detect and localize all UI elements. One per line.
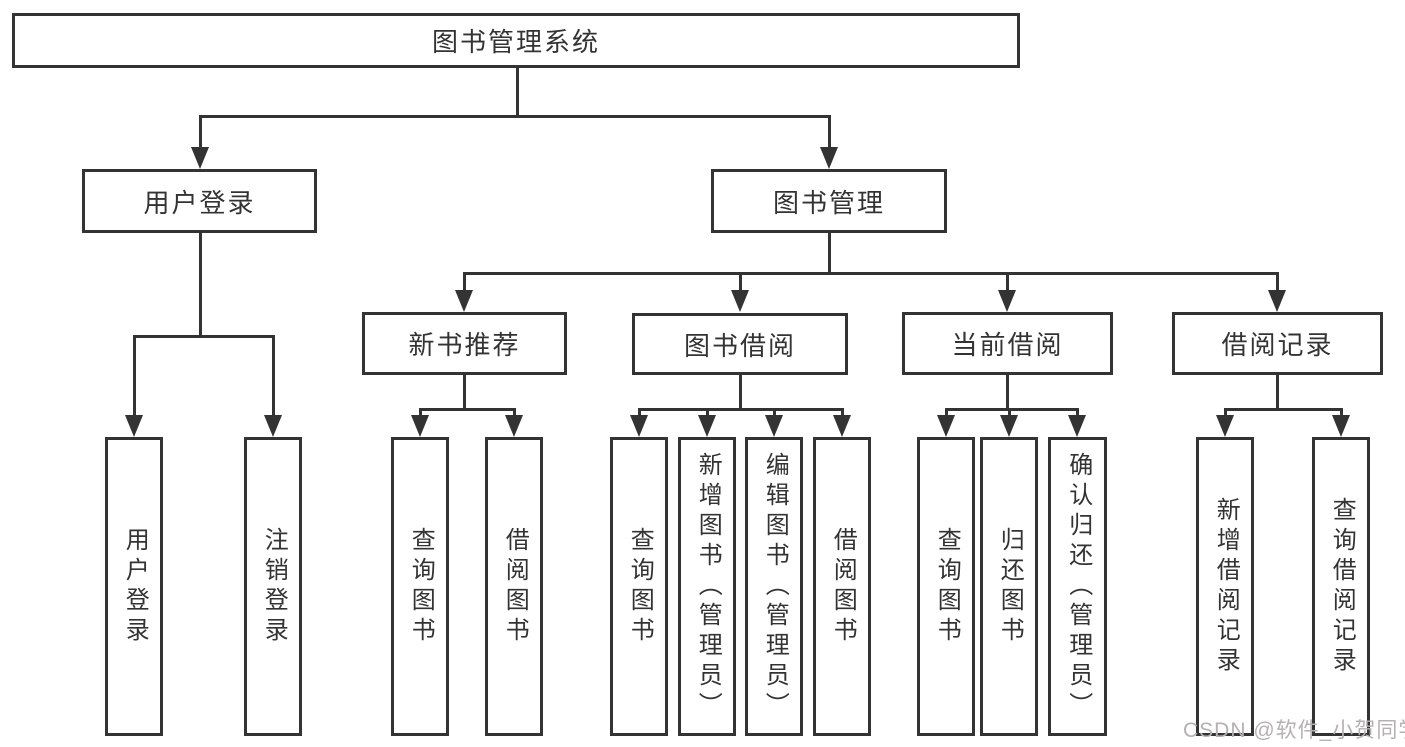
arrow-down-icon <box>411 415 429 437</box>
leaf-query-books-borrow: 查询图书 <box>610 437 668 736</box>
leaf-user-login-label: 用户登录 <box>121 526 149 647</box>
connector-line <box>828 115 831 150</box>
connector-line <box>419 408 422 418</box>
leaf-edit-books-admin-label: 编辑图书（管理员） <box>761 451 789 722</box>
connector-line <box>841 408 844 418</box>
connector-line <box>945 408 948 418</box>
arrow-down-icon <box>731 290 749 312</box>
leaf-query-books-current: 查询图书 <box>917 437 975 736</box>
connector-line <box>1276 374 1279 410</box>
leaf-return-books: 归还图书 <box>980 437 1038 736</box>
leaf-query-books-recommend-label: 查询图书 <box>407 526 435 647</box>
connector-line <box>1276 272 1279 293</box>
node-user-login-label: 用户登录 <box>143 187 256 218</box>
connector-line <box>133 335 136 417</box>
connector-line <box>199 115 202 150</box>
node-root-label: 图书管理系统 <box>431 27 600 57</box>
leaf-query-borrow-record: 查询借阅记录 <box>1312 437 1370 736</box>
arrow-down-icon <box>1000 415 1018 437</box>
connector-line <box>463 272 466 293</box>
connector-line <box>773 408 776 418</box>
leaf-logout: 注销登录 <box>244 437 302 736</box>
connector-line <box>133 335 275 338</box>
leaf-add-books-admin: 新增图书（管理员） <box>678 437 736 736</box>
connector-line <box>638 408 641 418</box>
arrow-down-icon <box>1268 290 1286 312</box>
arrow-down-icon <box>1216 415 1234 437</box>
csdn-watermark: CSDN @软件_小贺同学 <box>1183 719 1405 742</box>
node-new-book-recommend-label: 新书推荐 <box>408 330 521 360</box>
node-book-management-label: 图书管理 <box>772 187 885 218</box>
leaf-add-books-admin-label: 新增图书（管理员） <box>694 451 722 722</box>
arrow-down-icon <box>630 415 648 437</box>
leaf-borrow-books-borrow-label: 借阅图书 <box>829 526 857 647</box>
node-current-borrow-label: 当前借阅 <box>951 330 1064 360</box>
connector-line <box>1224 408 1227 418</box>
arrow-down-icon <box>820 147 838 169</box>
arrow-down-icon <box>505 415 523 437</box>
connector-line <box>1340 408 1343 418</box>
node-root: 图书管理系统 <box>12 13 1020 68</box>
leaf-query-books-current-label: 查询图书 <box>933 526 961 647</box>
leaf-logout-label: 注销登录 <box>260 526 288 647</box>
connector-line <box>516 67 519 118</box>
leaf-query-books-borrow-label: 查询图书 <box>626 526 654 647</box>
node-book-borrow-label: 图书借阅 <box>683 330 796 361</box>
leaf-query-books-recommend: 查询图书 <box>391 437 449 736</box>
node-new-book-recommend: 新书推荐 <box>362 312 567 375</box>
connector-line <box>272 335 275 417</box>
connector-line <box>1006 272 1009 293</box>
connector-line <box>199 115 831 118</box>
leaf-borrow-books-recommend: 借阅图书 <box>485 437 543 736</box>
node-book-management: 图书管理 <box>711 169 947 233</box>
leaf-confirm-return-admin: 确认归还（管理员） <box>1048 437 1107 736</box>
arrow-down-icon <box>1068 415 1086 437</box>
connector-line <box>828 232 831 274</box>
connector-line <box>463 272 1279 275</box>
leaf-edit-books-admin: 编辑图书（管理员） <box>745 437 803 736</box>
arrow-down-icon <box>998 290 1016 312</box>
arrow-down-icon <box>765 415 783 437</box>
connector-line <box>739 374 742 410</box>
connector-line <box>1224 408 1343 411</box>
connector-line <box>638 408 844 411</box>
arrow-down-icon <box>937 415 955 437</box>
leaf-user-login: 用户登录 <box>105 437 163 736</box>
arrow-down-icon <box>698 415 716 437</box>
connector-line <box>463 374 466 410</box>
connector-line <box>706 408 709 418</box>
arrow-down-icon <box>455 290 473 312</box>
node-user-login: 用户登录 <box>82 169 317 233</box>
leaf-borrow-books-recommend-label: 借阅图书 <box>501 526 529 647</box>
arrow-down-icon <box>833 415 851 437</box>
connector-line <box>739 272 742 293</box>
node-book-borrow: 图书借阅 <box>632 313 848 375</box>
connector-line <box>513 408 516 418</box>
connector-line <box>1008 408 1011 418</box>
leaf-query-borrow-record-label: 查询借阅记录 <box>1328 496 1356 677</box>
node-current-borrow: 当前借阅 <box>902 312 1113 375</box>
leaf-confirm-return-admin-label: 确认归还（管理员） <box>1064 451 1092 722</box>
arrow-down-icon <box>125 415 143 437</box>
arrow-down-icon <box>1332 415 1350 437</box>
leaf-borrow-books-borrow: 借阅图书 <box>813 437 871 736</box>
node-borrow-records: 借阅记录 <box>1172 312 1383 375</box>
connector-line <box>1076 408 1079 418</box>
connector-line <box>945 408 1079 411</box>
arrow-down-icon <box>191 147 209 169</box>
leaf-return-books-label: 归还图书 <box>996 526 1024 647</box>
leaf-add-borrow-record-label: 新增借阅记录 <box>1212 496 1240 677</box>
connector-line <box>199 232 202 337</box>
connector-line <box>1006 374 1009 410</box>
connector-line <box>419 408 516 411</box>
leaf-add-borrow-record: 新增借阅记录 <box>1196 437 1254 736</box>
arrow-down-icon <box>264 415 282 437</box>
node-borrow-records-label: 借阅记录 <box>1221 330 1334 360</box>
